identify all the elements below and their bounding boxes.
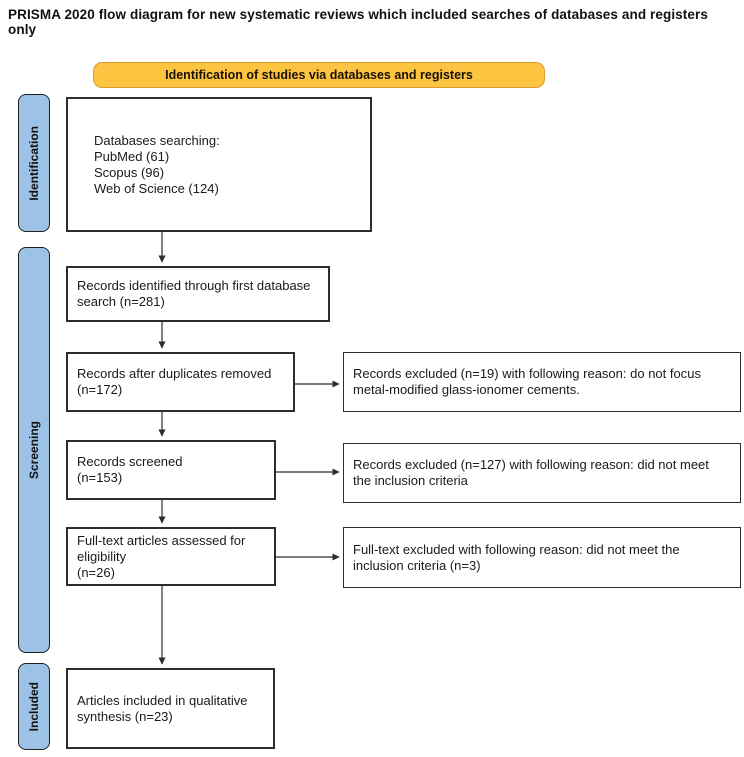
- stage-screening-label: Screening: [27, 420, 41, 480]
- records-identified-box: Records identified through first databas…: [66, 266, 330, 322]
- identification-banner: Identification of studies via databases …: [93, 62, 545, 88]
- stage-identification: Identification: [18, 94, 50, 232]
- records-excluded-127-box: Records excluded (n=127) with following …: [343, 443, 741, 503]
- records-excluded-19-text: Records excluded (n=19) with following r…: [353, 366, 701, 397]
- page-title: PRISMA 2020 flow diagram for new systema…: [8, 7, 708, 37]
- records-excluded-127-text: Records excluded (n=127) with following …: [353, 457, 709, 488]
- fulltext-excluded-text: Full-text excluded with following reason…: [353, 541, 680, 573]
- fulltext-excluded-box: Full-text excluded with following reason…: [343, 527, 741, 588]
- stage-included: Included: [18, 663, 50, 750]
- stage-included-label: Included: [27, 681, 41, 732]
- records-excluded-19-box: Records excluded (n=19) with following r…: [343, 352, 741, 412]
- records-screened-box: Records screened(n=153): [66, 440, 276, 500]
- databases-searching-box: Databases searching:PubMed (61)Scopus (9…: [66, 97, 372, 232]
- stage-screening: Screening: [18, 247, 50, 653]
- stage-identification-label: Identification: [27, 125, 41, 201]
- records-after-duplicates-box: Records after duplicates removed(n=172): [66, 352, 295, 412]
